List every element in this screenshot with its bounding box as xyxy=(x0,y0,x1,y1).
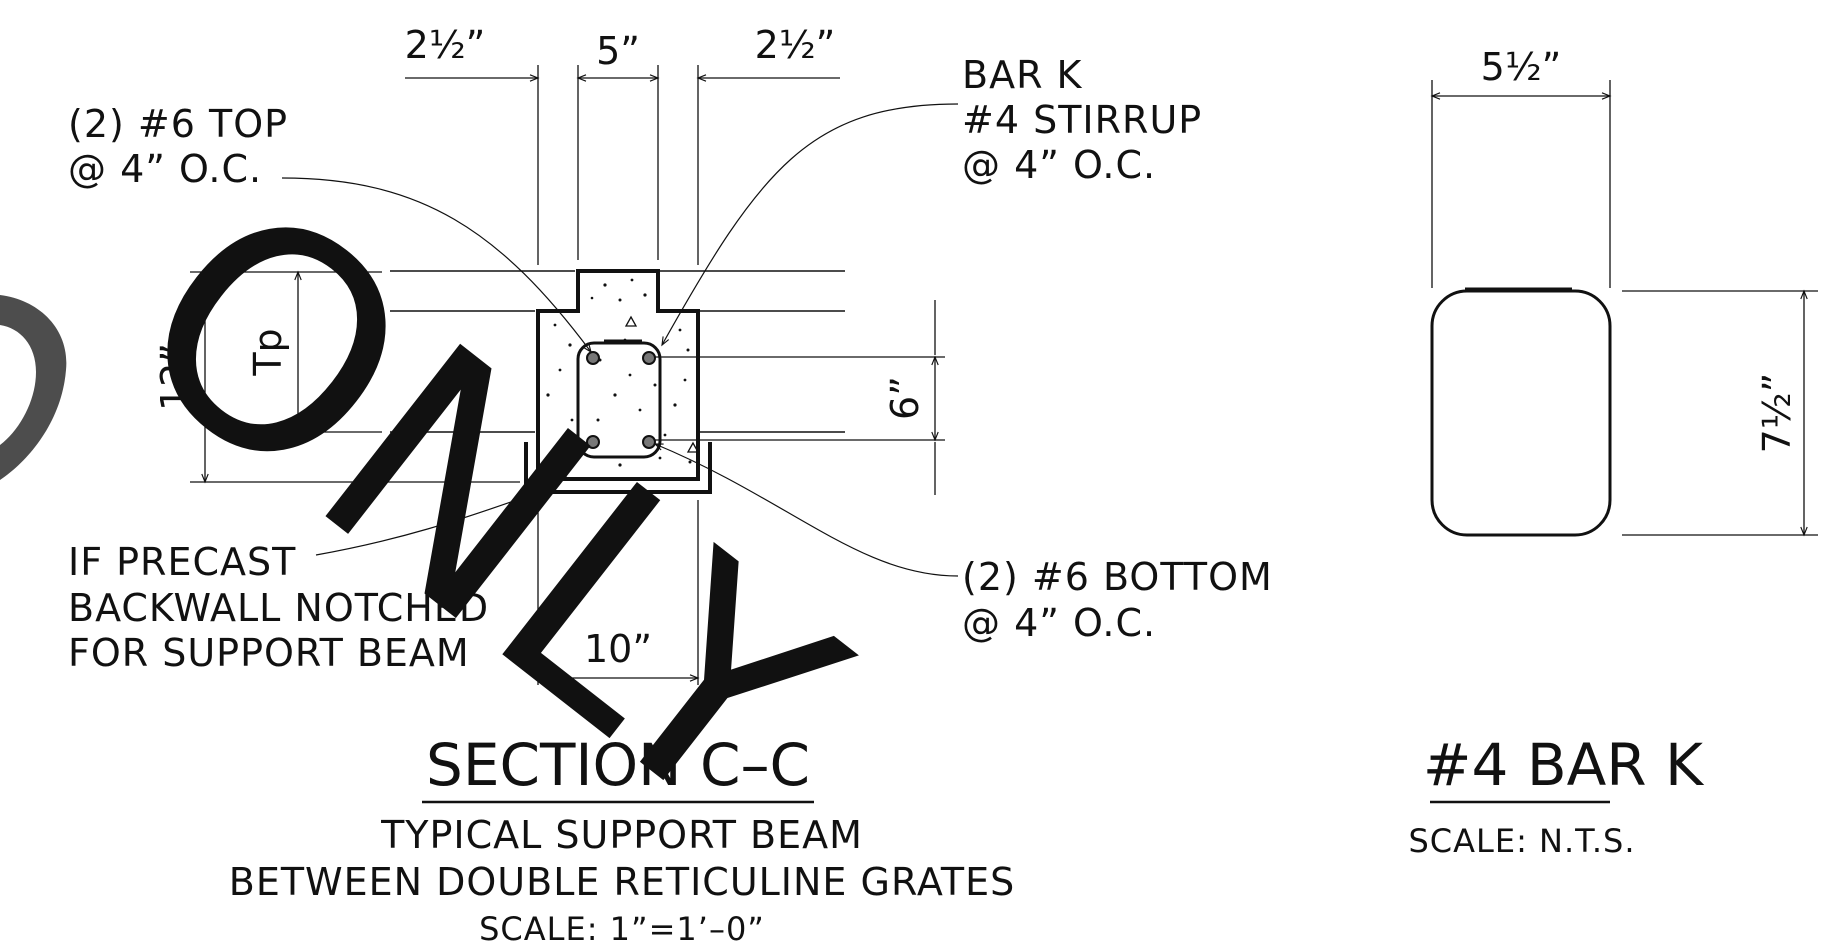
svg-text:FOR SUPPORT BEAM: FOR SUPPORT BEAM xyxy=(68,631,470,675)
section-c-c: 2½” 5” 2½” 12” Tp 6” 10” (2) #6 TOP @ 4”… xyxy=(68,23,1273,946)
stirrup xyxy=(576,341,662,459)
callout-bottom-bars: (2) #6 BOTTOM @ 4” O.C. xyxy=(962,555,1273,645)
bar-k-dimension-lines xyxy=(1430,92,1808,537)
bottom-bar-right xyxy=(642,435,656,449)
svg-text:@ 4” O.C.: @ 4” O.C. xyxy=(962,601,1156,645)
bar-k-extension-lines xyxy=(1431,80,1818,536)
svg-text:#4 STIRRUP: #4 STIRRUP xyxy=(962,98,1202,142)
dimension-lines xyxy=(201,74,939,682)
callout-precast: IF PRECAST BACKWALL NOTCHED FOR SUPPORT … xyxy=(68,540,489,675)
leader-lines xyxy=(281,103,959,577)
bottom-bar-left xyxy=(586,435,600,449)
bar-k-title: #4 BAR K xyxy=(1423,731,1705,799)
section-subtitle-2: BETWEEN DOUBLE RETICULINE GRATES xyxy=(229,860,1015,904)
top-bar-left xyxy=(586,351,600,365)
section-title: SECTION C–C xyxy=(426,731,810,799)
svg-text:@ 4” O.C.: @ 4” O.C. xyxy=(962,143,1156,187)
dim-tp: Tp xyxy=(246,328,290,376)
grate-lines xyxy=(390,270,845,433)
dim-left-offset: 2½” xyxy=(405,23,486,67)
beam-outline xyxy=(536,269,700,481)
section-scale: SCALE: 1”=1’–0” xyxy=(479,910,765,946)
svg-text:(2) #6 BOTTOM: (2) #6 BOTTOM xyxy=(962,555,1273,599)
bar-k-shape xyxy=(1430,289,1612,537)
dim-right-offset: 2½” xyxy=(755,23,836,67)
svg-text:BACKWALL NOTCHED: BACKWALL NOTCHED xyxy=(68,586,489,630)
aggregate-triangles xyxy=(554,315,700,477)
callout-stirrup: BAR K #4 STIRRUP @ 4” O.C. xyxy=(962,53,1202,187)
section-subtitle-1: TYPICAL SUPPORT BEAM xyxy=(380,813,863,857)
svg-text:IF PRECAST: IF PRECAST xyxy=(68,540,296,584)
support-channel xyxy=(524,442,712,494)
bar-k-scale: SCALE: N.T.S. xyxy=(1408,822,1635,860)
dim-stirrup-spacing: 6” xyxy=(883,376,927,420)
watermark-fragment xyxy=(0,295,67,480)
dim-bar-width: 5½” xyxy=(1481,45,1562,89)
dim-bar-height: 7½” xyxy=(1755,373,1799,454)
svg-text:@ 4” O.C.: @ 4” O.C. xyxy=(68,147,262,191)
dim-center-width: 5” xyxy=(596,29,640,73)
extension-lines xyxy=(190,65,945,685)
dim-beam-width: 10” xyxy=(584,627,652,671)
dim-overall-depth: 12” xyxy=(153,343,197,411)
concrete-hatch xyxy=(546,278,692,467)
svg-text:BAR K: BAR K xyxy=(962,53,1083,97)
rebar xyxy=(586,351,656,449)
svg-text:(2) #6 TOP: (2) #6 TOP xyxy=(68,102,288,146)
top-bar-right xyxy=(642,351,656,365)
callout-top-bars: (2) #6 TOP @ 4” O.C. xyxy=(68,102,288,191)
bar-k-detail: 5½” 7½” #4 BAR K SCALE: N.T.S. xyxy=(1408,45,1818,860)
